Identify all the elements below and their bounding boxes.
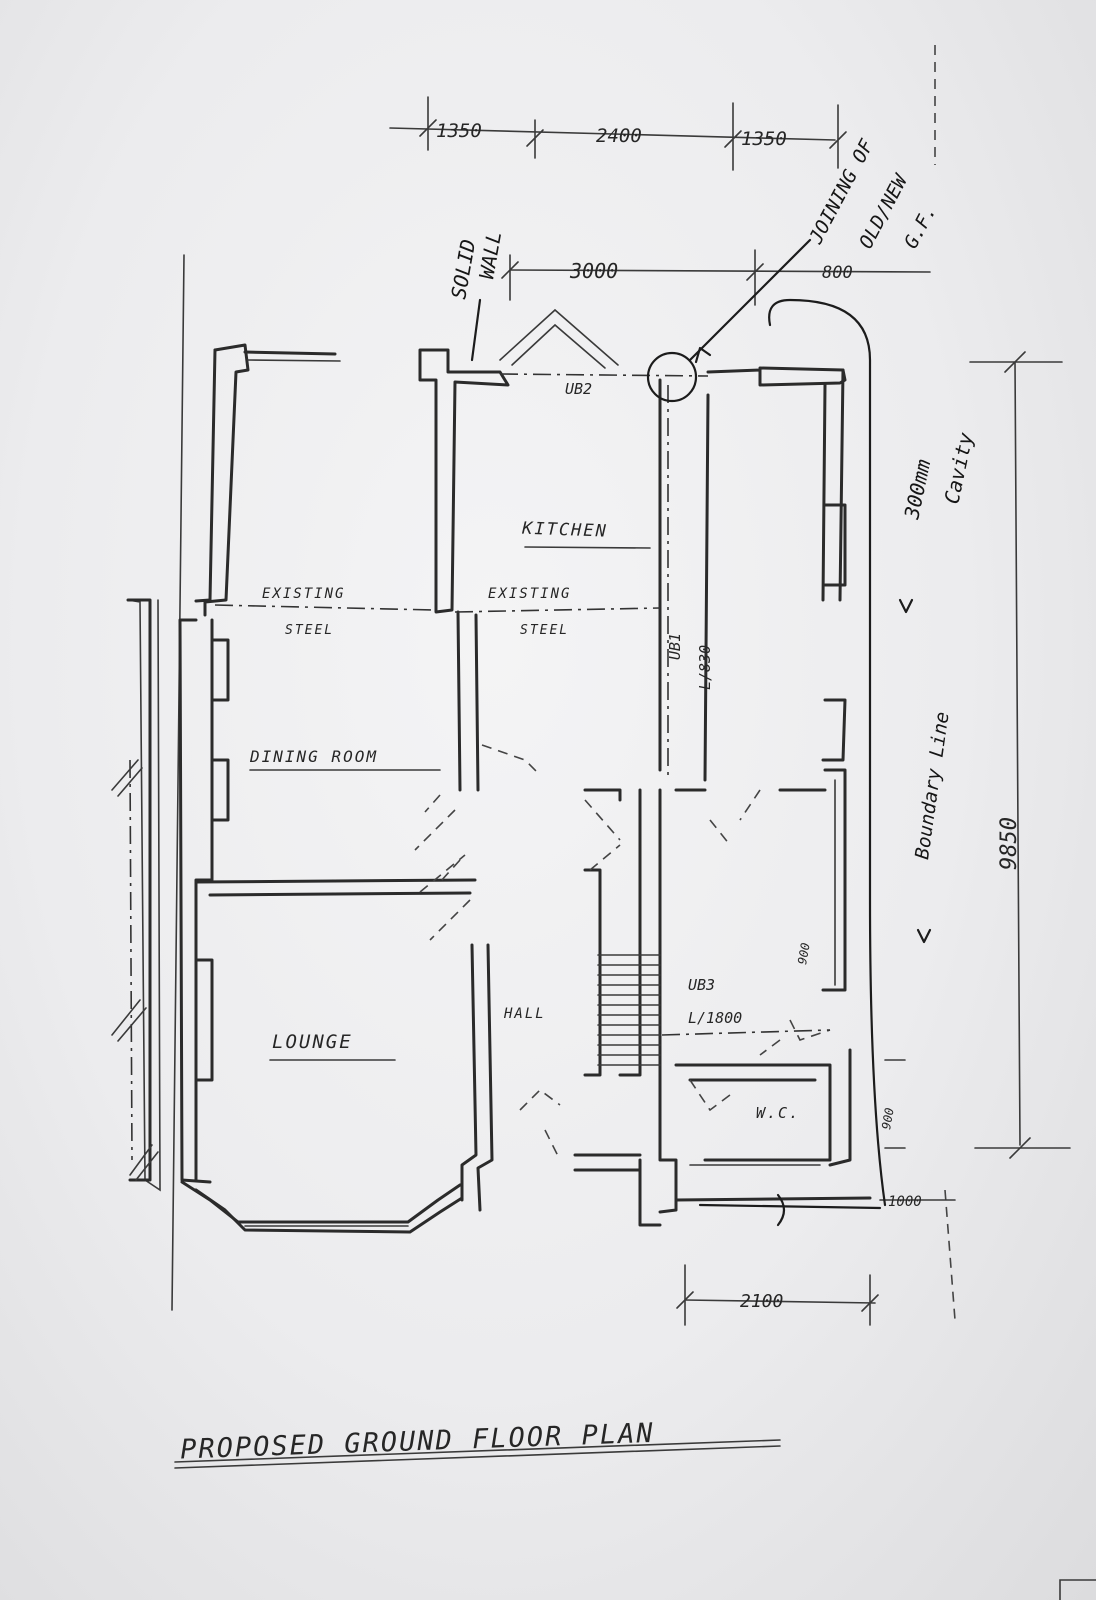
ub1-label: UB1 bbox=[666, 633, 684, 660]
ub3-span-label: L/1800 bbox=[688, 1009, 742, 1027]
ub2-label: UB2 bbox=[565, 380, 592, 398]
joining-leader bbox=[688, 238, 812, 362]
solid-wall-leader bbox=[470, 298, 482, 362]
dim-3000: 3000 bbox=[569, 259, 618, 283]
pen-annotations bbox=[470, 238, 932, 1227]
joining-circle bbox=[646, 351, 698, 403]
external-walls bbox=[126, 308, 872, 1234]
lounge-label: LOUNGE bbox=[272, 1031, 353, 1053]
joining-note-line3: G.F. bbox=[900, 202, 941, 253]
dim-9850: 9850 bbox=[997, 817, 1022, 870]
steel-beams bbox=[129, 373, 831, 1161]
solid-wall-note-line2: WALL bbox=[474, 229, 506, 281]
dim-top-1350-right: 1350 bbox=[741, 128, 787, 150]
dim-800: 800 bbox=[822, 263, 853, 283]
existing-steel-right-line2: STEEL bbox=[520, 623, 569, 638]
stair-treads bbox=[597, 954, 661, 1066]
site-lines bbox=[171, 45, 956, 1321]
dim-900-b: 900 bbox=[879, 1107, 897, 1131]
sheet-border-corner bbox=[1059, 1579, 1096, 1600]
existing-steel-right-line1: EXISTING bbox=[488, 586, 571, 602]
boundary-line bbox=[768, 298, 887, 1207]
hall-label: HALL bbox=[503, 1006, 546, 1022]
wc-label: W.C. bbox=[756, 1104, 800, 1122]
cavity-note-line2: Cavity bbox=[939, 430, 977, 506]
existing-steel-left-line1: EXISTING bbox=[262, 586, 345, 602]
boundary-line-note: Boundary Line bbox=[911, 710, 953, 860]
dim-top-2400: 2400 bbox=[596, 125, 642, 147]
dim-top-1350-left: 1350 bbox=[436, 120, 482, 142]
dimension-lines bbox=[389, 96, 1071, 1326]
existing-steel-left-line2: STEEL bbox=[285, 623, 334, 638]
break-marks bbox=[111, 759, 159, 1181]
dim-2100: 2100 bbox=[740, 1291, 783, 1312]
door-swings bbox=[414, 744, 831, 1161]
cavity-note-line1: 300mm bbox=[899, 457, 935, 522]
drawing-title: PROPOSED GROUND FLOOR PLAN bbox=[180, 1418, 655, 1466]
dim-900-a: 900 bbox=[795, 942, 813, 966]
dining-room-label: DINING ROOM bbox=[249, 747, 378, 766]
kitchen-label: KITCHEN bbox=[521, 519, 608, 542]
ub1-span-label: L/830 bbox=[696, 645, 714, 690]
dim-1000: 1000 bbox=[888, 1194, 922, 1210]
ub3-label: UB3 bbox=[688, 976, 715, 994]
